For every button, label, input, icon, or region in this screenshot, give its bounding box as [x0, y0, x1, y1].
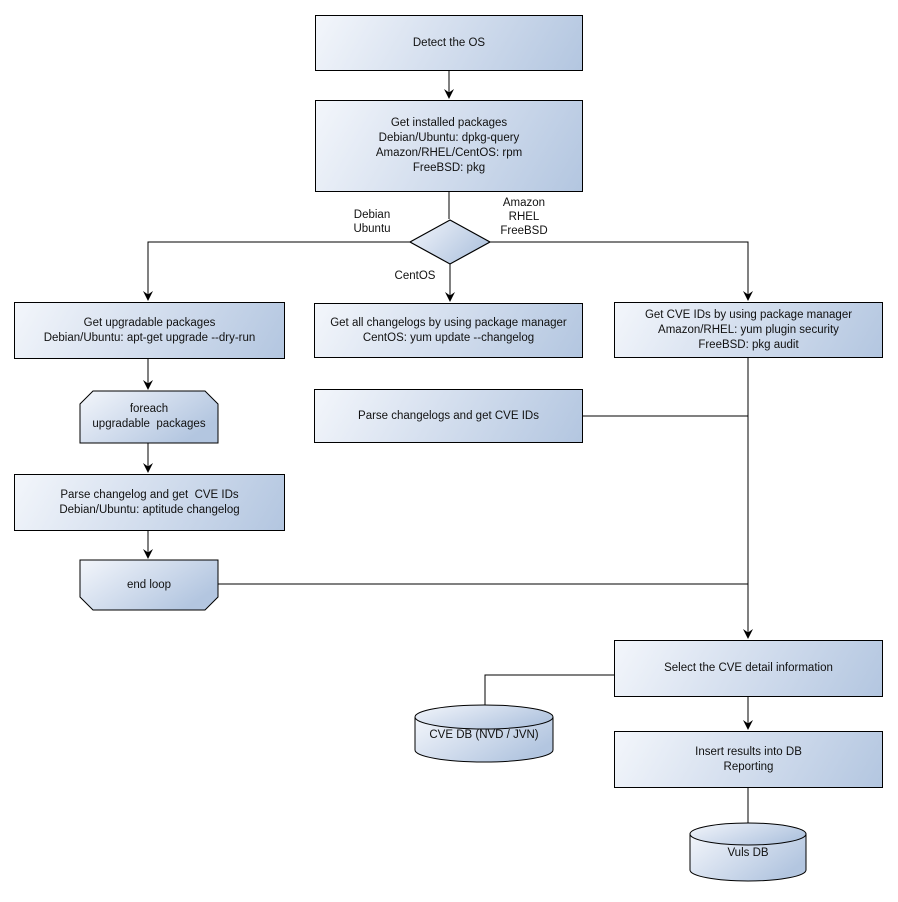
connector-decision-to-upgradable [143, 241, 410, 301]
vuls-db-cylinder [689, 822, 807, 882]
connector-select-to-cvedb [484, 674, 614, 706]
node-parse-changelog-debian: Parse changelog and get CVE IDs Debian/U… [14, 474, 285, 531]
node-get-cve-ids-pkg-manager: Get CVE IDs by using package manager Ama… [614, 302, 883, 358]
node-parse-changelog-debian-label: Parse changelog and get CVE IDs Debian/U… [59, 488, 240, 516]
node-detect-os-label: Detect the OS [412, 36, 486, 49]
decision-diamond [408, 219, 492, 265]
node-get-installed-packages: Get installed packages Debian/Ubuntu: dp… [315, 100, 583, 192]
foreach-loop-shape [79, 390, 219, 444]
node-get-all-changelogs-label: Get all changelogs by using package mana… [330, 316, 567, 344]
node-detect-os: Detect the OS [315, 15, 583, 71]
node-parse-changelogs-label: Parse changelogs and get CVE IDs [358, 409, 539, 422]
node-get-all-changelogs: Get all changelogs by using package mana… [314, 303, 583, 358]
edge-label-centos: CentOS [394, 270, 436, 282]
node-get-installed-packages-label: Get installed packages Debian/Ubuntu: dp… [375, 117, 523, 174]
node-select-cve-detail-label: Select the CVE detail information [664, 662, 833, 674]
end-loop-shape [79, 559, 219, 611]
node-select-cve-detail: Select the CVE detail information [614, 640, 883, 697]
edge-label-debian-ubuntu: Debian Ubuntu [353, 209, 391, 235]
edge-label-amazon-rhel-freebsd: Amazon RHEL FreeBSD [500, 197, 548, 237]
node-get-upgradable-packages-label: Get upgradable packages Debian/Ubuntu: a… [43, 316, 256, 344]
node-parse-changelogs: Parse changelogs and get CVE IDs [314, 389, 583, 443]
node-insert-results: Insert results into DB Reporting [614, 731, 883, 788]
cve-db-cylinder [414, 704, 554, 763]
connector-decision-to-getcveids [490, 241, 753, 301]
node-insert-results-label: Insert results into DB Reporting [695, 745, 802, 773]
node-get-cve-ids-pkg-manager-label: Get CVE IDs by using package manager Ama… [644, 308, 853, 351]
node-get-upgradable-packages: Get upgradable packages Debian/Ubuntu: a… [14, 302, 285, 359]
